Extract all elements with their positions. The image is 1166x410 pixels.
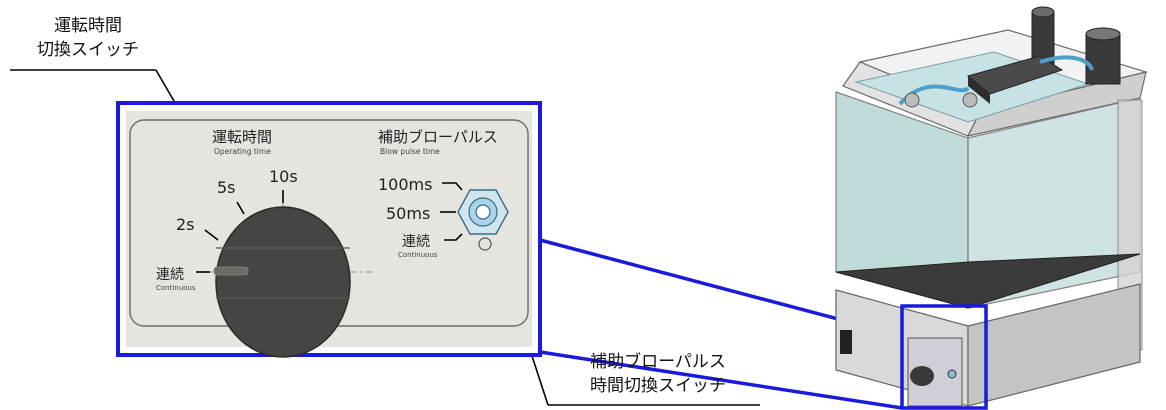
blow-callout-line2: 時間切換スイッチ: [590, 376, 726, 396]
operating-title-jp: 運転時間: [212, 128, 272, 146]
operating-switch-callout: 運転時間 切換スイッチ: [32, 14, 144, 62]
blow-title-en: Blow pulse time: [380, 147, 440, 156]
blow-switch-callout: 補助ブローパルス 時間切換スイッチ: [560, 350, 756, 398]
operating-pos-continuous: 連続: [156, 266, 184, 283]
operating-time-knob: [215, 206, 351, 358]
operating-pos-2s: 2s: [176, 215, 195, 234]
operating-callout-line2: 切換スイッチ: [37, 40, 139, 60]
blow-pos-100ms: 100ms: [378, 175, 432, 194]
blow-title-jp: 補助ブローパルス: [378, 128, 498, 146]
operating-callout-line1: 運転時間: [54, 16, 122, 36]
operating-pos-5s: 5s: [217, 178, 236, 197]
machine-illustration: [835, 6, 1149, 410]
blow-pos-50ms: 50ms: [386, 204, 430, 223]
blow-pos-continuous: 連続: [402, 233, 430, 250]
blow-continuous-en: Continuous: [398, 251, 438, 259]
blow-callout-line1: 補助ブローパルス: [590, 352, 726, 372]
operating-title-en: Operating time: [214, 147, 271, 156]
operating-pos-10s: 10s: [269, 167, 298, 186]
operating-continuous-en: Continuous: [156, 284, 196, 292]
enlarged-panel: [116, 101, 542, 358]
